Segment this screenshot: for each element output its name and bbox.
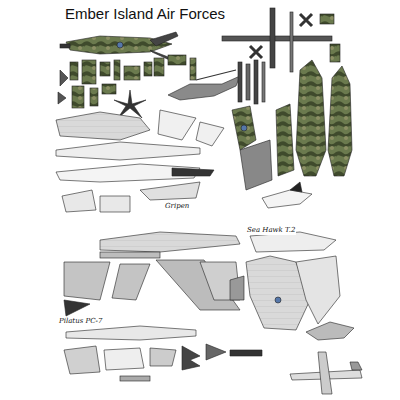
part-name: Pilatus PC-7 bbox=[58, 318, 103, 326]
part-name: Sea Hawk T.2 bbox=[246, 227, 296, 235]
sheet-title: Ember Island Air Forces bbox=[64, 6, 226, 23]
part-name: Gripen bbox=[164, 203, 190, 211]
